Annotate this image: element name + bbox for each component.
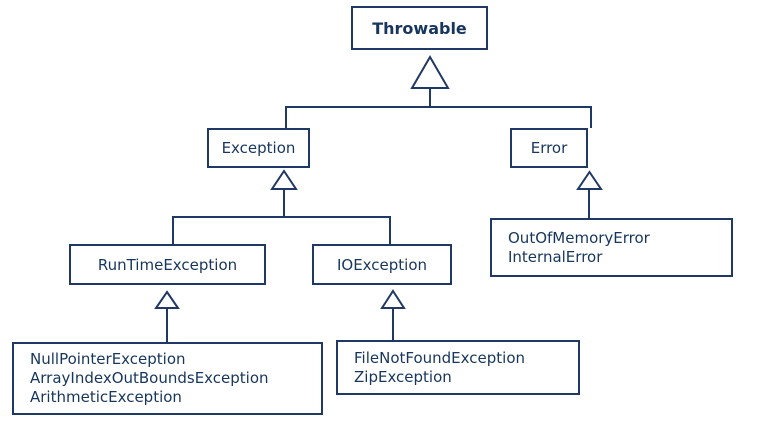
node-throwable: Throwable bbox=[351, 6, 488, 50]
inheritance-arrow-throwable-icon bbox=[410, 55, 450, 89]
node-error: Error bbox=[510, 128, 588, 168]
connector-level1-horizontal bbox=[285, 106, 592, 108]
inheritance-arrow-io-icon bbox=[380, 289, 406, 309]
inheritance-arrow-error-icon bbox=[576, 170, 603, 190]
node-io-subclasses: FileNotFoundException ZipException bbox=[336, 340, 580, 395]
inheritance-arrow-runtime-icon bbox=[154, 290, 180, 309]
io-subclass-label: ZipException bbox=[354, 367, 452, 386]
connector-drop-error bbox=[590, 106, 592, 128]
error-subclass-label: OutOfMemoryError bbox=[508, 228, 650, 247]
runtime-subclass-label: ArithmeticException bbox=[30, 388, 182, 406]
node-exception: Exception bbox=[207, 128, 310, 168]
connector-io-subclasses-stem bbox=[392, 308, 394, 340]
connector-level2-horizontal bbox=[172, 216, 391, 218]
connector-throwable-stem bbox=[429, 88, 431, 108]
runtime-subclass-label: ArrayIndexOutBoundsException bbox=[30, 369, 269, 387]
runtime-subclass-label: NullPointerException bbox=[30, 350, 186, 368]
connector-drop-io bbox=[389, 216, 391, 244]
connector-drop-runtime bbox=[172, 216, 174, 244]
connector-runtime-subclasses-stem bbox=[166, 308, 168, 342]
inheritance-arrow-exception-icon bbox=[270, 169, 298, 190]
node-runtime-exception: RunTimeException bbox=[69, 244, 266, 285]
connector-error-subclasses-stem bbox=[588, 189, 590, 218]
node-io-exception: IOException bbox=[312, 244, 452, 285]
connector-drop-exception bbox=[285, 106, 287, 128]
node-runtime-subclasses: NullPointerException ArrayIndexOutBounds… bbox=[12, 342, 323, 415]
io-subclass-label: FileNotFoundException bbox=[354, 348, 526, 367]
node-error-subclasses: OutOfMemoryError InternalError bbox=[490, 218, 733, 277]
error-subclass-label: InternalError bbox=[508, 247, 603, 266]
connector-exception-stem bbox=[283, 189, 285, 218]
